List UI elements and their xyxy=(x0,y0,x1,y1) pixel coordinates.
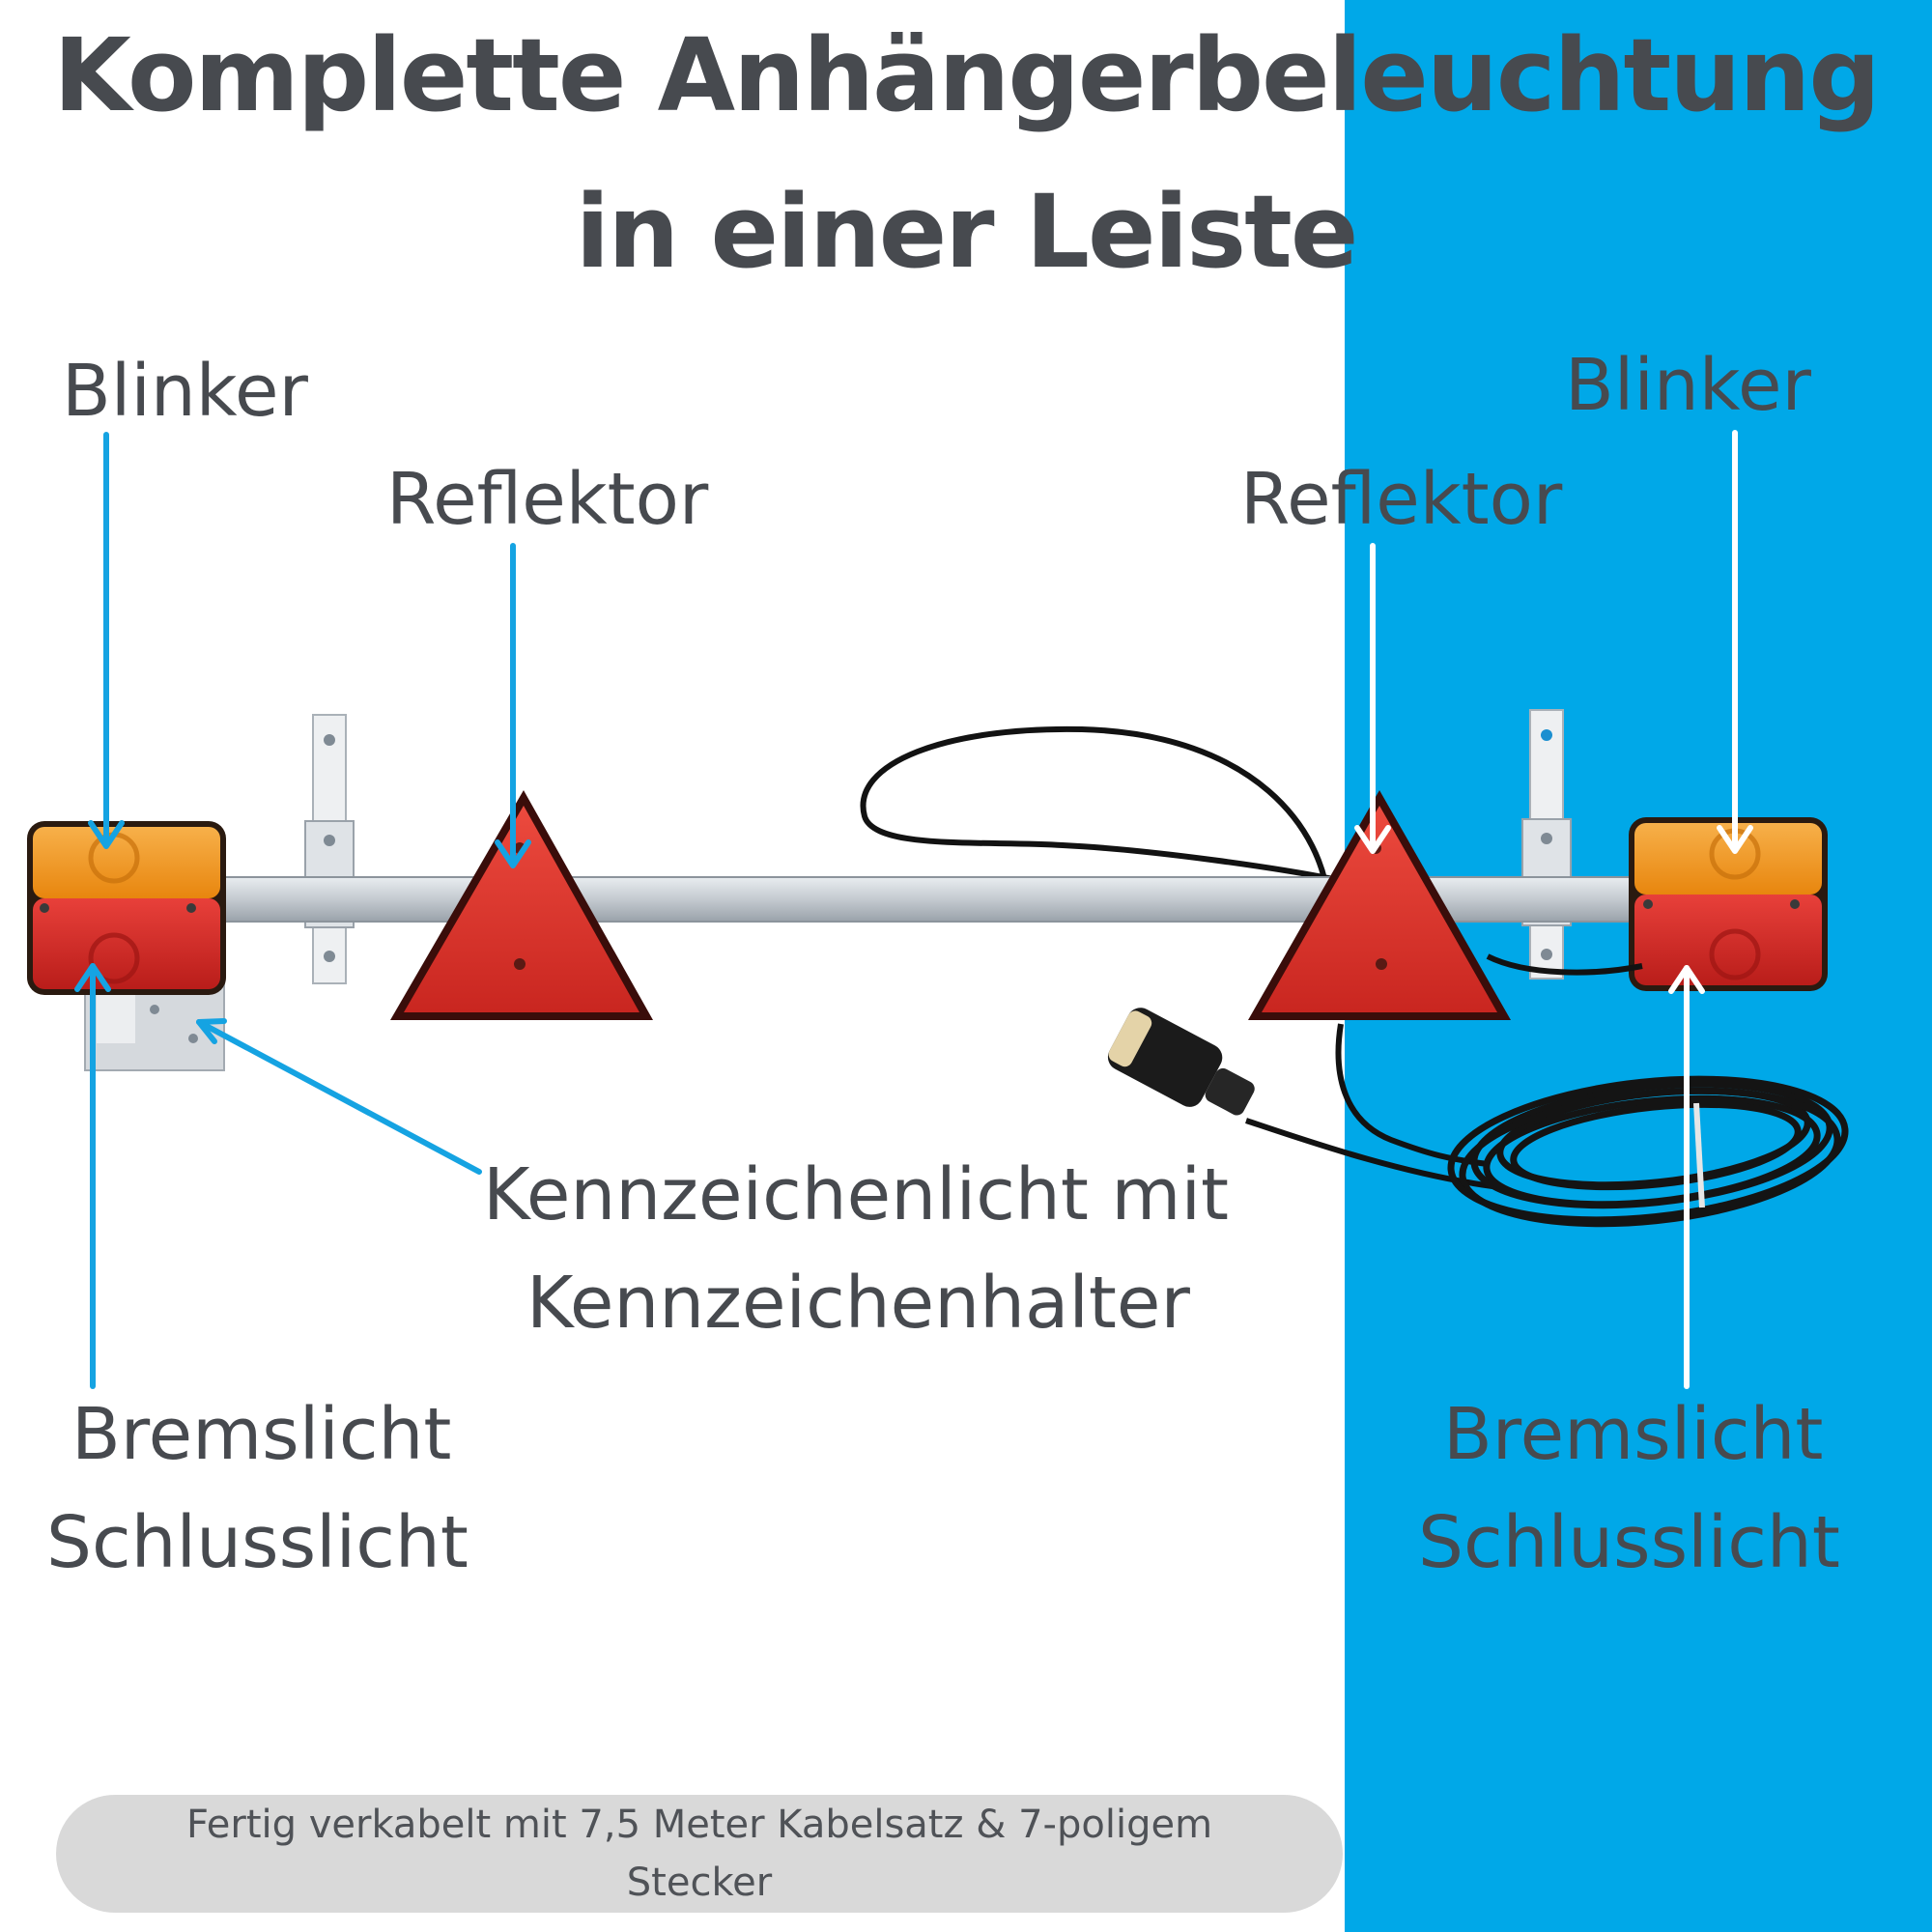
label-blinker-left: Blinker xyxy=(62,350,308,433)
right-lamp-cable xyxy=(1486,953,1643,976)
label-bremslicht-left: Bremslicht xyxy=(71,1393,452,1476)
arrow-kennzeichenlicht xyxy=(196,1018,482,1175)
label-reflektor-right: Reflektor xyxy=(1240,458,1563,541)
cable-tie xyxy=(1693,1102,1705,1208)
label-blinker-right: Blinker xyxy=(1565,344,1811,427)
label-bremslicht-right: Bremslicht xyxy=(1443,1393,1824,1476)
right-tail-lamp xyxy=(1629,817,1828,991)
coiled-cable xyxy=(1447,1075,1849,1228)
label-kennzeichenlicht-line1: Kennzeichenlicht mit xyxy=(483,1153,1230,1236)
arrow-bremslicht-right xyxy=(1668,965,1705,1389)
label-kennzeichenlicht-line2: Kennzeichenhalter xyxy=(526,1262,1190,1345)
caption-pill: Fertig verkabelt mit 7,5 Meter Kabelsatz… xyxy=(56,1795,1343,1913)
arrow-bremslicht-left xyxy=(74,963,111,1389)
caption-line-2: Stecker xyxy=(626,1861,773,1905)
left-tail-lamp xyxy=(27,821,226,995)
upper-cable-loop xyxy=(860,725,1334,904)
page-title-line-1: Komplette Anhängerbeleuchtung xyxy=(53,16,1881,134)
right-mounting-bracket xyxy=(1521,709,1572,980)
arrow-reflektor-right xyxy=(1354,543,1391,854)
seven-pin-plug xyxy=(1107,1008,1255,1116)
label-schlusslicht-right: Schlusslicht xyxy=(1418,1501,1840,1584)
label-reflektor-left: Reflektor xyxy=(386,458,709,541)
label-schlusslicht-left: Schlusslicht xyxy=(46,1501,469,1584)
aluminium-bar xyxy=(212,876,1682,923)
caption-line-1: Fertig verkabelt mit 7,5 Meter Kabelsatz… xyxy=(185,1803,1213,1847)
arrow-blinker-right xyxy=(1717,430,1753,854)
arrow-reflektor-left xyxy=(495,543,531,868)
page-title-line-2: in einer Leiste xyxy=(575,173,1359,291)
arrow-blinker-left xyxy=(88,432,125,849)
left-mounting-bracket xyxy=(304,714,355,984)
